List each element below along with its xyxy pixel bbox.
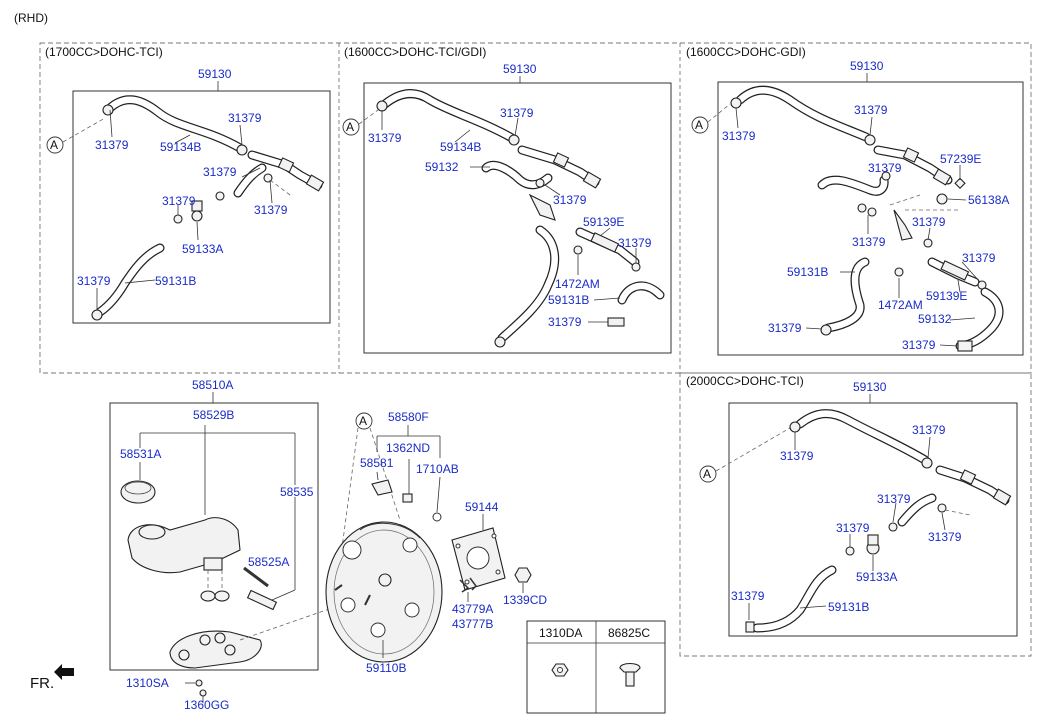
reservoir-cap [120,480,156,504]
part-label[interactable]: 31379 [722,129,756,143]
part-label[interactable]: 31379 [768,321,802,335]
part-label[interactable]: 1360GG [184,698,229,712]
part-label[interactable]: 59133A [182,242,223,256]
nut-1339cd [514,567,532,583]
hose-clamp [102,104,114,116]
part-label[interactable]: 59139E [926,289,967,303]
part-label[interactable]: 31379 [553,193,587,207]
part-label[interactable]: 31379 [618,236,652,250]
section-1-box [72,90,331,324]
part-label[interactable]: 58531A [120,447,161,461]
part-label[interactable]: 59132 [425,160,459,174]
ref-marker-label: A [50,138,58,152]
part-label[interactable]: 59134B [160,140,201,154]
part-label[interactable]: 1472AM [555,277,600,291]
section-title-1: (1700CC>DOHC-TCI) [45,45,163,59]
part-label[interactable]: 31379 [868,161,902,175]
ref-marker-a [355,412,373,430]
section-3-box [717,81,1024,356]
part-label[interactable]: 43777B [452,617,493,631]
part-label[interactable]: 31379 [500,106,534,120]
part-label[interactable]: 1710AB [416,462,459,476]
part-label[interactable]: 59144 [465,500,499,514]
part-label[interactable]: 59134B [440,140,481,154]
master-cylinder-body [169,630,262,669]
part-label[interactable]: 31379 [368,131,402,145]
region-label: (RHD) [14,11,48,25]
part-label[interactable]: 59130 [850,59,884,73]
front-arrow-icon [54,664,74,680]
part-label[interactable]: 31379 [912,423,946,437]
part-label[interactable]: 31379 [254,203,288,217]
section-1: 59130 A [46,67,331,324]
part-label[interactable]: 1339CD [503,593,547,607]
part-label[interactable]: 31379 [77,274,111,288]
ref-marker-label: A [695,118,703,132]
clip-86825c [619,662,641,673]
section-2: 59130 A 3137 [342,62,672,354]
master-cylinder-group: 58510A 58529B 58531A 58535 58525A [109,378,356,712]
part-label[interactable]: 1310SA [126,676,169,690]
part-label[interactable]: 31379 [912,215,946,229]
part-label[interactable]: 58529B [193,408,234,422]
part-label[interactable]: 59131B [548,293,589,307]
part-label[interactable]: 57239E [940,152,981,166]
part-label[interactable]: 31379 [836,521,870,535]
part-label[interactable]: 31379 [162,194,196,208]
part-label[interactable]: 59139E [583,215,624,229]
part-label[interactable]: 31379 [854,103,888,117]
table-header-86825c: 86825C [608,626,650,640]
part-label[interactable]: 31379 [852,235,886,249]
parts-table: 1310DA 86825C [526,620,666,714]
section-4-frame [679,372,1032,657]
ref-marker-label: A [346,120,354,134]
part-label[interactable]: 59130 [503,62,537,76]
part-label[interactable]: 31379 [731,589,765,603]
part-label[interactable]: 59131B [828,600,869,614]
section-2-box [363,82,672,354]
booster-body [325,521,443,663]
front-direction-label: FR. [30,675,54,692]
part-label[interactable]: 58581 [360,456,394,470]
part-label[interactable]: 31379 [548,315,582,329]
part-label[interactable]: 59131B [787,265,828,279]
part-label[interactable]: 59130 [853,380,887,394]
part-label[interactable]: 58510A [192,378,233,392]
part-label[interactable]: 31379 [902,338,936,352]
part-label[interactable]: 56138A [968,193,1009,207]
section-title-4: (2000CC>DOHC-TCI) [686,374,804,388]
section-title-3: (1600CC>DOHC-GDI) [686,45,806,59]
part-label[interactable]: 59130 [198,67,232,81]
part-label[interactable]: 31379 [95,138,129,152]
part-label[interactable]: 31379 [877,492,911,506]
part-label[interactable]: 59131B [155,274,196,288]
hose-clamp [236,144,248,156]
section-4-box [728,402,1018,637]
part-label[interactable]: 59110B [366,661,406,675]
part-label[interactable]: 58525A [248,555,289,569]
section-3: 59130 A [691,59,1024,356]
part-label[interactable]: 1472AM [878,298,923,312]
ref-marker-label: A [359,414,367,428]
section-4: 59130 A 31379 31379 31379 31379 [699,380,1018,637]
brake-booster-group: A 58580F 1362ND 58581 1710AB 59110B [325,410,547,675]
part-label[interactable]: 59133A [856,570,897,584]
section-title-2: (1600CC>DOHC-TCI/GDI) [344,45,486,59]
part-label[interactable]: 43779A [452,602,493,616]
part-label[interactable]: 59132 [918,312,952,326]
part-label[interactable]: 1362ND [386,441,430,455]
part-label[interactable]: 31379 [928,530,962,544]
master-cylinder-box [109,402,319,671]
part-label[interactable]: 58535 [280,485,314,499]
ref-marker-a [46,136,64,154]
part-label[interactable]: 58580F [388,410,429,424]
part-label[interactable]: 31379 [203,165,237,179]
table-header-1310da: 1310DA [539,626,582,640]
part-label[interactable]: 31379 [780,449,814,463]
ref-marker-label: A [703,467,711,481]
part-label[interactable]: 31379 [962,251,996,265]
part-label[interactable]: 31379 [228,111,262,125]
top-sections-frame [39,42,1032,374]
